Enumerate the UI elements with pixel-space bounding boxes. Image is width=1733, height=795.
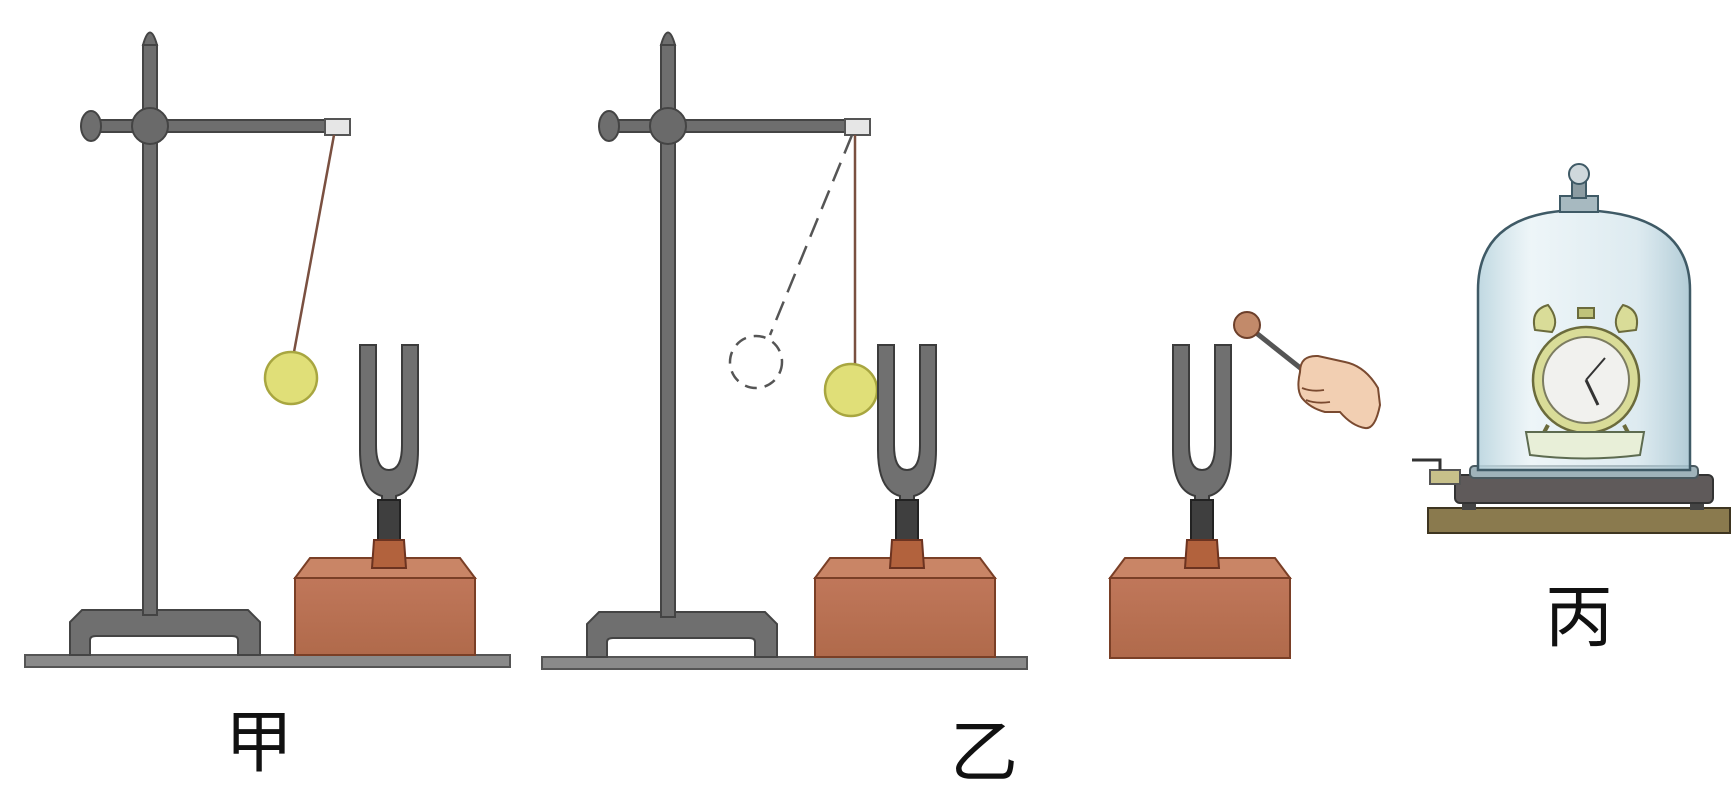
resonance-box	[293, 557, 477, 656]
figure-label-jia: 甲	[225, 704, 294, 783]
figure-label-bing: 丙	[1545, 579, 1614, 658]
wooden-board	[1427, 507, 1731, 534]
iron-stand-icon	[586, 31, 871, 658]
pendulum-ball-icon	[263, 134, 336, 406]
tuning-fork-icon	[1172, 344, 1232, 569]
tuning-fork-icon	[359, 344, 419, 569]
pendulum-swing-dashed	[728, 134, 854, 390]
resonance-box	[813, 557, 997, 658]
alarm-clock-icon	[1531, 303, 1641, 441]
iron-stand-icon	[69, 31, 351, 656]
figure-label-yi: 乙	[950, 714, 1019, 793]
figure-yi	[541, 31, 1382, 670]
valve-icon	[1412, 458, 1461, 485]
figure-jia	[24, 31, 511, 668]
hand-icon	[1297, 354, 1382, 430]
pendulum-ball-icon	[823, 135, 879, 418]
pump-plate	[1454, 465, 1714, 504]
ground-line	[541, 656, 1028, 670]
tuning-fork-icon	[877, 344, 937, 569]
resonance-box	[1108, 557, 1292, 659]
figure-bing	[1412, 163, 1731, 534]
ground-line	[24, 654, 511, 668]
clock-pedestal	[1524, 431, 1646, 460]
